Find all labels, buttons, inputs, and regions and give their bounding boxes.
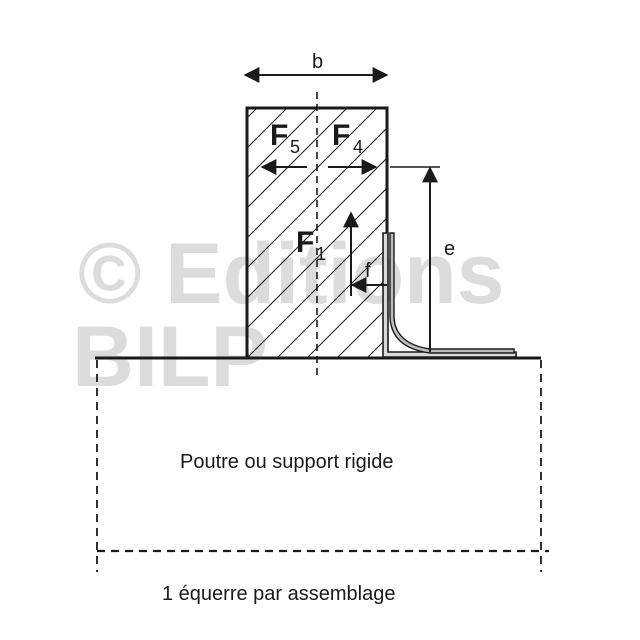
width-label: b xyxy=(312,51,323,73)
bracket-leg xyxy=(389,232,515,354)
height-label: e xyxy=(444,238,455,260)
support-label: Poutre ou support rigide xyxy=(180,451,393,473)
force-5-subscript: 5 xyxy=(290,137,300,157)
force-4-subscript: 4 xyxy=(353,137,363,157)
force-1-subscript: 1 xyxy=(316,244,326,264)
friction-label: f xyxy=(365,260,371,282)
force-1-label: F xyxy=(296,226,314,259)
caption: 1 équerre par assemblage xyxy=(162,583,395,605)
force-4-label: F xyxy=(332,119,350,152)
force-5-label: F xyxy=(270,119,288,152)
watermark-line1: © Editions xyxy=(78,226,504,322)
member-hatching xyxy=(247,108,387,358)
